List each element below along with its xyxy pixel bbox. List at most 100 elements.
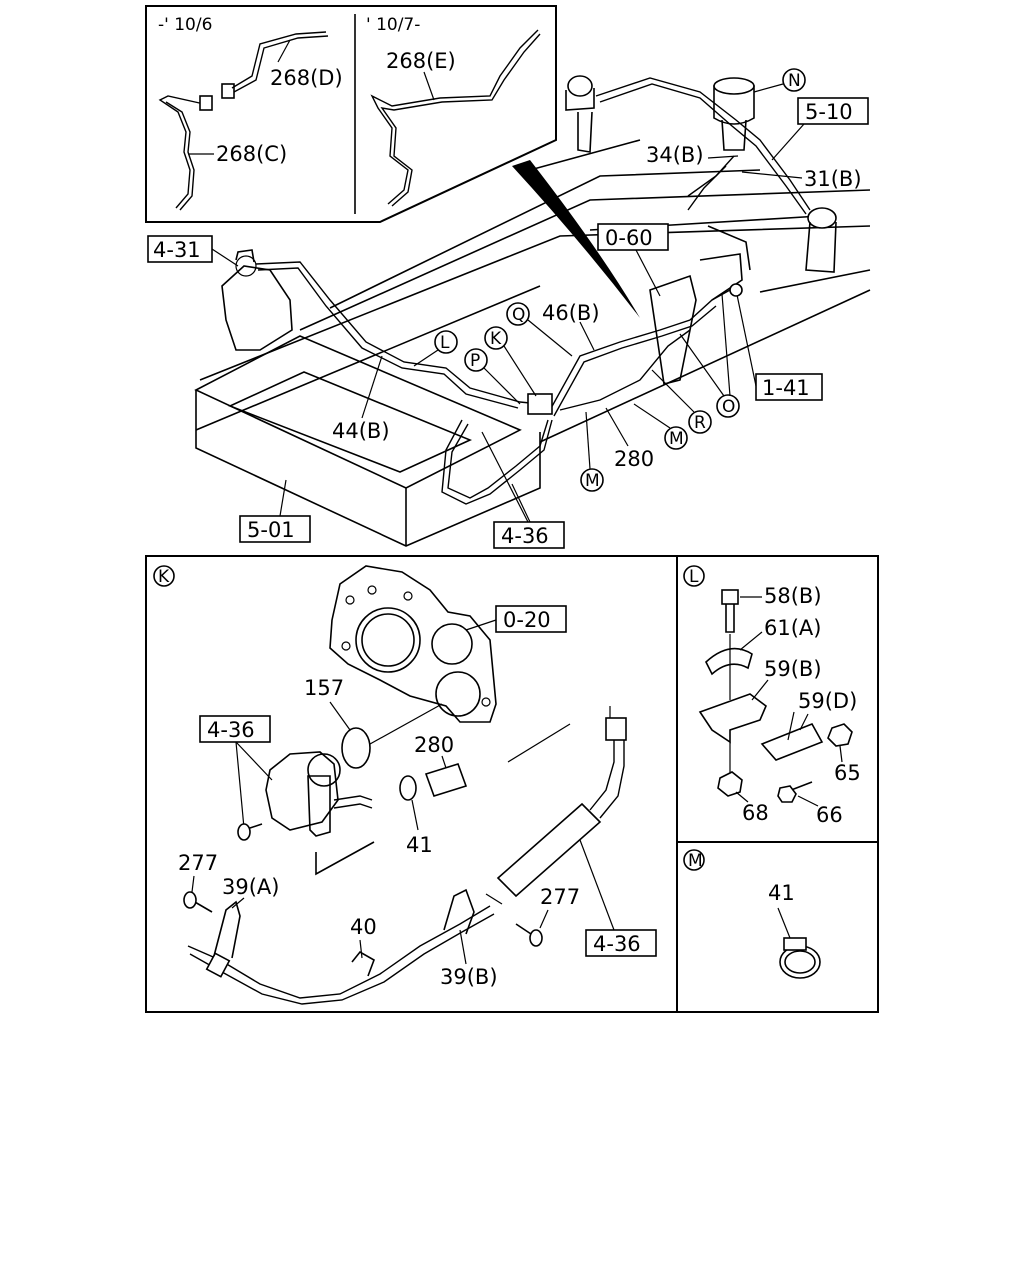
svg-text:O: O <box>730 295 731 297</box>
clip-39b <box>443 888 475 935</box>
detail-m: M 41 <box>683 849 821 979</box>
detail-panels-frame <box>145 555 879 1013</box>
label-41-m: 41 <box>768 881 795 905</box>
plate-59b <box>698 693 767 744</box>
svg-text:4-36: 4-36 <box>207 718 255 742</box>
svg-text:1-41: 1-41 <box>762 376 810 400</box>
ref-box-4-36 <box>493 521 565 549</box>
fitting <box>199 95 213 111</box>
ref-box-4-36-b <box>585 929 657 957</box>
svg-text:Q: Q <box>512 305 525 325</box>
callout-q: Q <box>506 302 573 357</box>
svg-text:L: L <box>440 333 450 353</box>
power-steering-pump <box>265 751 339 831</box>
bracket-4-31 <box>221 265 293 351</box>
label-39b: 39(B) <box>440 965 498 989</box>
svg-text:M: M <box>688 851 703 871</box>
ref-box-4-31 <box>147 235 213 263</box>
label-41: 41 <box>406 833 433 857</box>
label-46b: 46(B) <box>542 301 600 325</box>
svg-text:K: K <box>490 329 502 349</box>
svg-text:4-36: 4-36 <box>501 524 549 548</box>
label-268d: 268(D) <box>270 66 343 90</box>
label-277-b: 277 <box>540 885 580 909</box>
label-280-k: 280 <box>414 733 454 757</box>
svg-text:K: K <box>158 567 170 587</box>
ref-box-5-01 <box>239 515 311 543</box>
hose-280 <box>424 763 468 797</box>
label-59b: 59(B) <box>764 657 822 681</box>
ref-box-0-20 <box>495 605 567 633</box>
ref-box-4-36-a <box>199 715 271 743</box>
callout-m-1: M <box>580 411 604 492</box>
bolt-277-b <box>529 929 543 947</box>
o-ring-157 <box>341 727 371 769</box>
callout-r: R <box>651 369 712 434</box>
mount-left <box>567 75 593 97</box>
callout-l: L <box>413 330 458 367</box>
pipe-44b <box>255 261 541 405</box>
return-pipe <box>187 905 491 999</box>
bolt-66 <box>777 785 797 803</box>
svg-text:4-36: 4-36 <box>593 932 641 956</box>
fitting <box>221 83 235 99</box>
nut-65 <box>827 723 853 747</box>
bracket-0-60 <box>649 274 697 385</box>
main-view: 4-31 5-10 0-60 1-41 5-01 4-36 34(B) 31(B… <box>147 68 871 549</box>
hose <box>441 419 553 505</box>
detail-l: L 58(B) 61(A) 59(B) 59(D) 65 68 66 <box>683 565 861 827</box>
inset-right-period: ' 10/7- <box>366 15 420 35</box>
svg-text:0-20: 0-20 <box>503 608 551 632</box>
mount-right <box>807 207 837 229</box>
ref-box-0-60 <box>597 223 669 251</box>
detail-m-marker <box>683 849 705 871</box>
bolt-277-a <box>183 891 197 909</box>
svg-text:R: R <box>694 413 706 433</box>
label-58b: 58(B) <box>764 584 822 608</box>
label-39a: 39(A) <box>222 875 279 899</box>
pipe-top <box>595 77 811 211</box>
mounting-plate <box>329 565 497 723</box>
svg-text:5-01: 5-01 <box>247 518 295 542</box>
label-66: 66 <box>816 803 843 827</box>
callout-p: P <box>464 348 521 405</box>
callout-k: K <box>484 326 537 397</box>
callout-n: N <box>753 68 806 93</box>
svg-text:L: L <box>689 567 699 587</box>
svg-text:5-10: 5-10 <box>805 100 853 124</box>
label-68: 68 <box>742 801 769 825</box>
label-44b: 44(B) <box>332 419 390 443</box>
pipe-280 <box>559 329 691 411</box>
bolt-58b <box>721 589 739 605</box>
ref-box-5-10 <box>797 97 869 125</box>
reservoir <box>713 85 755 125</box>
pump <box>527 393 553 415</box>
inset-left-period: -' 10/6 <box>158 15 212 35</box>
svg-text:O: O <box>722 397 735 417</box>
clamp-61a <box>705 647 753 676</box>
callout-o-1: O <box>679 293 740 418</box>
rubber-hose <box>496 802 602 898</box>
label-268c: 268(C) <box>216 142 287 166</box>
label-34b: 34(B) <box>646 143 704 167</box>
svg-text:M: M <box>585 471 600 491</box>
pipe-268d <box>231 31 327 89</box>
detail-k-marker <box>153 565 175 587</box>
svg-text:N: N <box>788 71 801 91</box>
label-61a: 61(A) <box>764 616 821 640</box>
label-268e: 268(E) <box>386 49 456 73</box>
detail-l-marker <box>683 565 705 587</box>
label-59d: 59(D) <box>798 689 857 713</box>
detail-k: K 0-20 157 4-36 <box>153 565 657 1005</box>
pipe-268c <box>158 95 205 209</box>
label-65: 65 <box>834 761 861 785</box>
label-280: 280 <box>614 447 654 471</box>
clip-39a <box>213 900 241 959</box>
svg-text:0-60: 0-60 <box>605 226 653 250</box>
label-40: 40 <box>350 915 377 939</box>
svg-text:M: M <box>669 429 684 449</box>
pipe-268e <box>370 29 539 205</box>
callout-o-2: O <box>729 283 743 297</box>
frame-rail <box>199 225 871 381</box>
